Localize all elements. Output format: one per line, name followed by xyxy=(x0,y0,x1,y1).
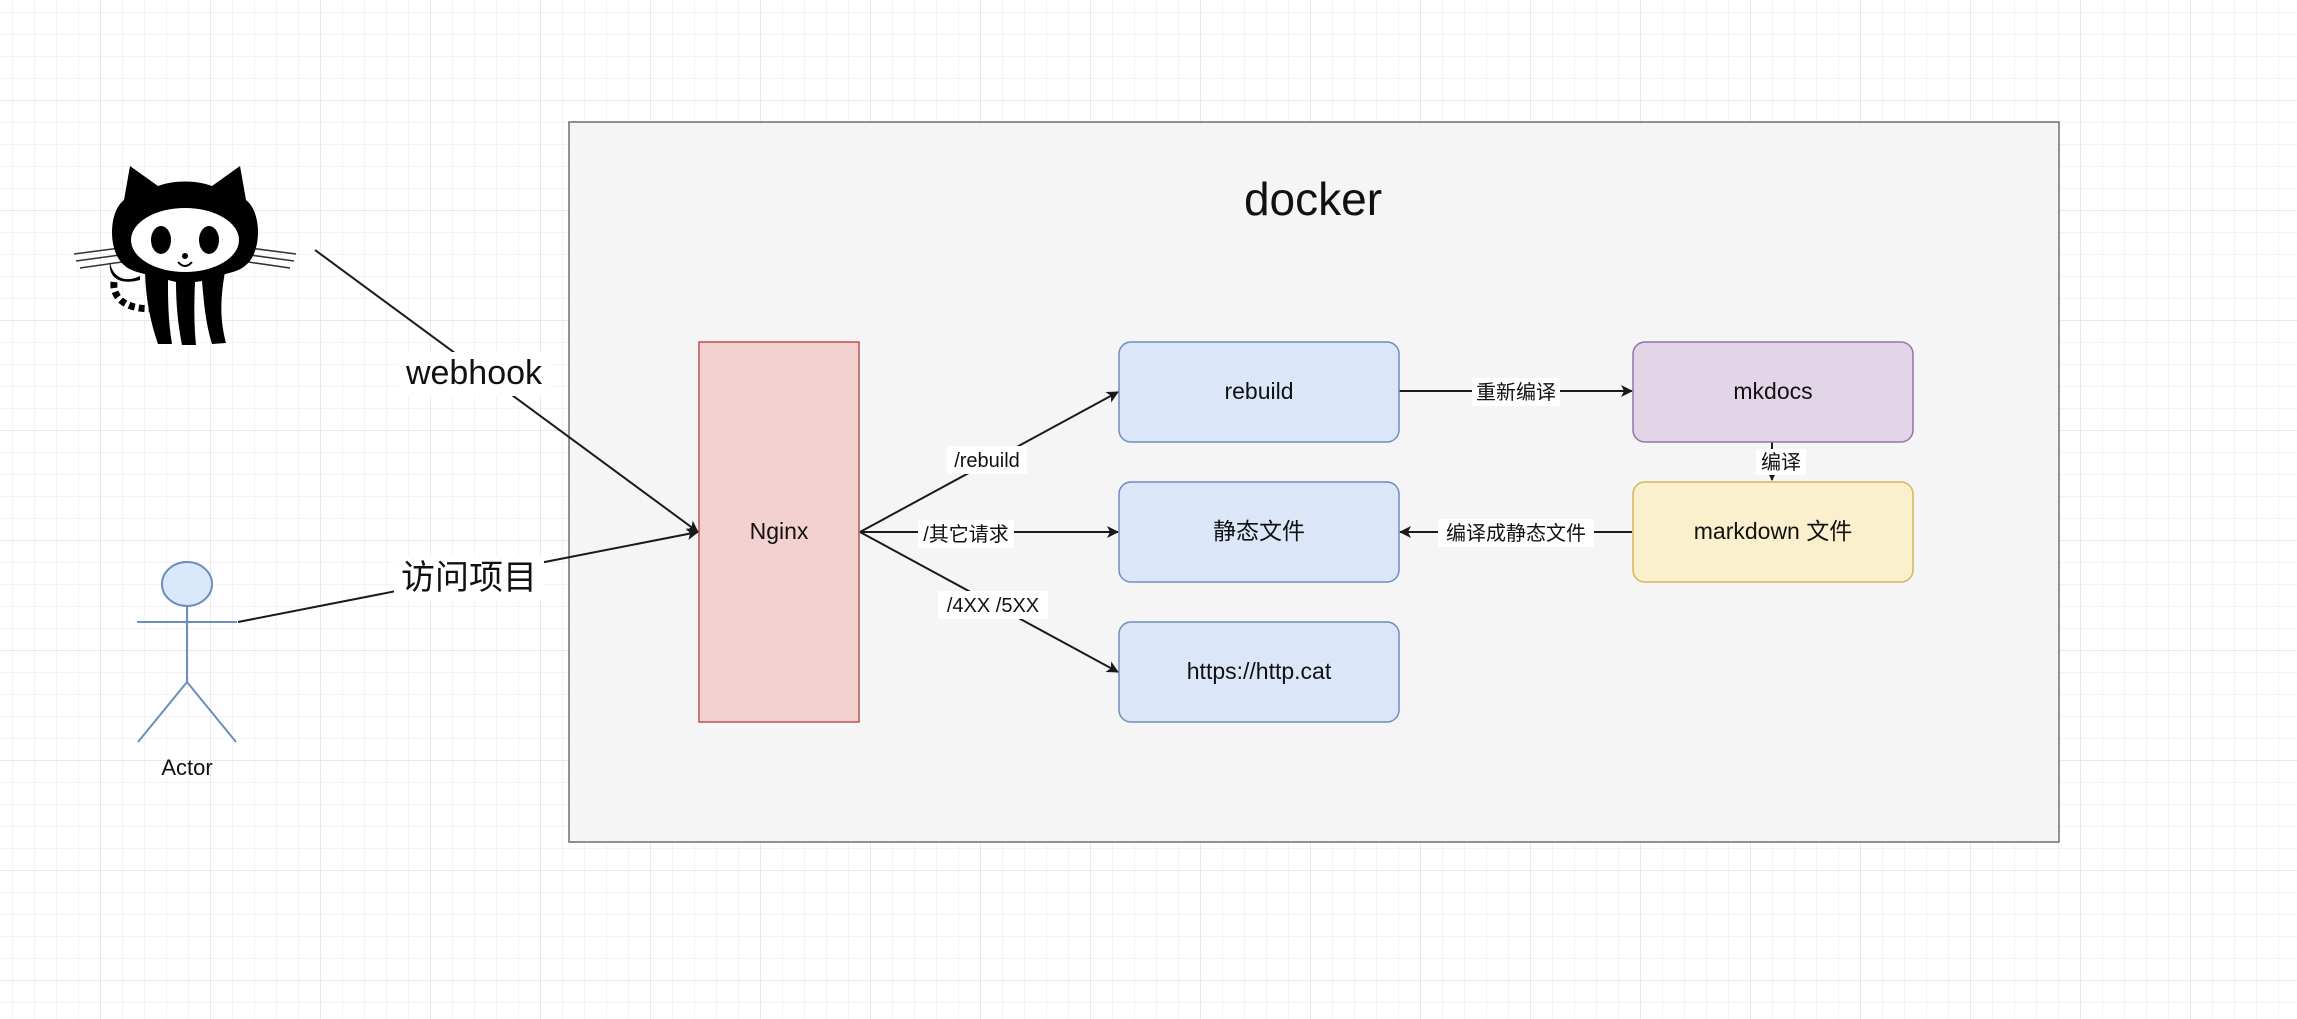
edge-label-httpcat: /4XX /5XX xyxy=(947,595,1039,617)
edge-label-visit: 访问项目 xyxy=(401,559,537,597)
edge-label-mkdocs-markdown: 编译 xyxy=(1761,451,1801,474)
node-static-files[interactable]: 静态文件 xyxy=(1118,481,1400,583)
node-static-label: 静态文件 xyxy=(1213,518,1305,544)
edge-label-static: /其它请求 xyxy=(923,523,1009,546)
actor-label: Actor xyxy=(161,755,212,780)
github-octocat-icon xyxy=(73,166,297,345)
edge-label-rebuild: /rebuild xyxy=(954,450,1020,472)
edge-label-webhook: webhook xyxy=(405,354,543,392)
container-title: docker xyxy=(1244,173,1382,225)
node-httpcat[interactable]: https://http.cat xyxy=(1118,621,1400,723)
node-markdown[interactable]: markdown 文件 xyxy=(1632,481,1914,583)
edge-label-rebuild-mkdocs: 重新编译 xyxy=(1476,381,1556,404)
node-rebuild-label: rebuild xyxy=(1224,378,1293,404)
node-mkdocs-label: mkdocs xyxy=(1733,378,1812,404)
node-mkdocs[interactable]: mkdocs xyxy=(1632,341,1914,443)
node-nginx[interactable]: Nginx xyxy=(698,341,860,723)
node-markdown-label: markdown 文件 xyxy=(1694,518,1852,544)
stick-figure-icon xyxy=(137,561,237,743)
node-rebuild[interactable]: rebuild xyxy=(1118,341,1400,443)
edge-label-markdown-static: 编译成静态文件 xyxy=(1446,522,1586,545)
node-httpcat-label: https://http.cat xyxy=(1187,658,1332,684)
node-nginx-label: Nginx xyxy=(750,518,809,544)
